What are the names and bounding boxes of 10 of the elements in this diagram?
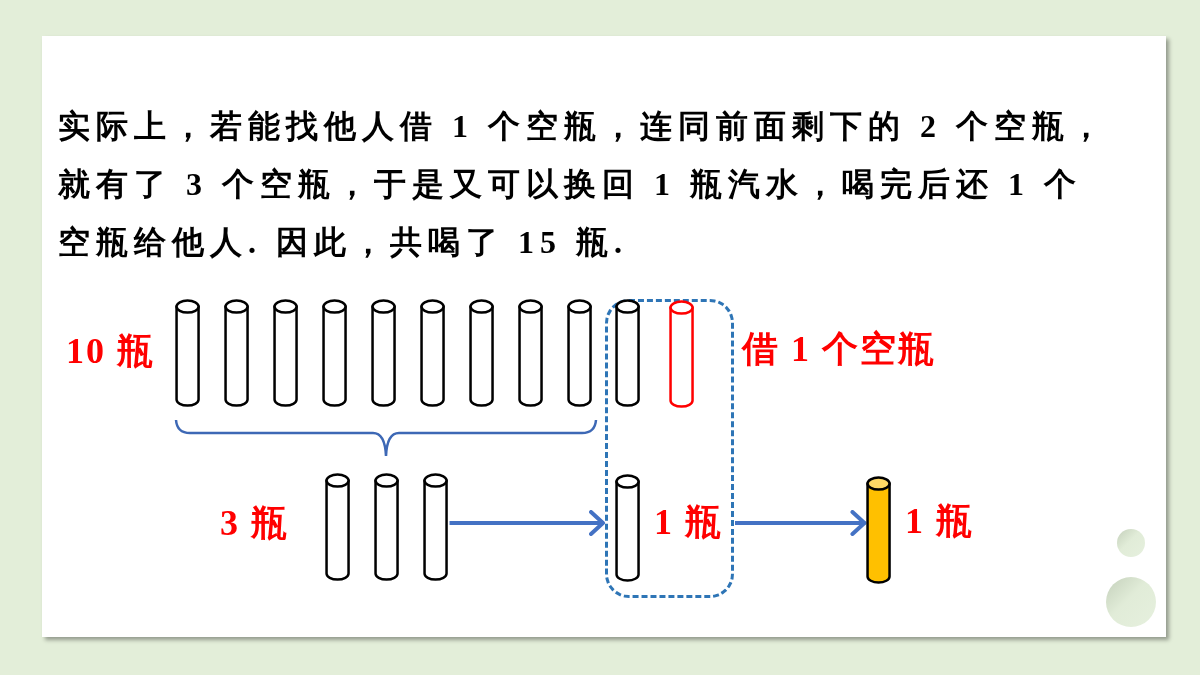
dashed-group-box [605, 299, 734, 598]
count-label: 10 瓶 [66, 331, 155, 373]
arrow [735, 510, 867, 536]
arrow [449, 510, 605, 536]
count-label: 3 瓶 [220, 503, 289, 545]
annotation-text: 借 1 个空瓶 [742, 329, 936, 371]
count-label: 1 瓶 [905, 501, 974, 543]
problem-text: 实际上，若能找他人借 1 个空瓶，连同前面剩下的 2 个空瓶，就有了 3 个空瓶，于是又可以换回 1 瓶汽水，喝完后还 1 个空瓶给他人. 因此，共喝了 15 瓶. [58, 107, 1109, 262]
count-label: 1 瓶 [654, 502, 723, 544]
filled-bottle-icon [866, 476, 892, 585]
